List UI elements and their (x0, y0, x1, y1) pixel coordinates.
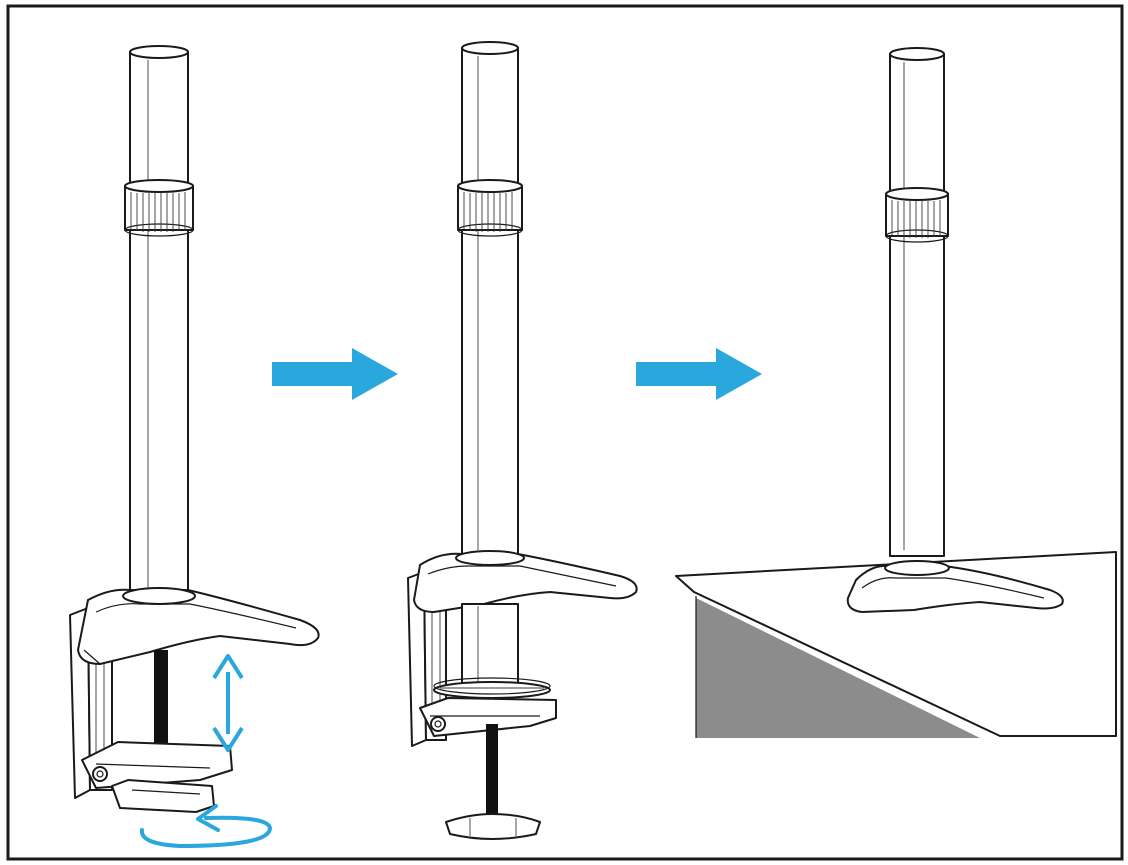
step-2-assembly (407, 41, 638, 840)
mount-base (77, 587, 320, 665)
step-3-assembly (675, 47, 1117, 738)
clamp-screw (154, 650, 168, 760)
mount-base (413, 550, 638, 613)
height-collar (457, 179, 523, 237)
clamp-knob (445, 813, 541, 840)
clamp-screw (486, 724, 498, 816)
mount-base (846, 560, 1064, 613)
clamp-lower-jaw (81, 741, 233, 789)
up-down-arrow-icon (212, 654, 244, 752)
height-collar (885, 187, 949, 243)
desk-shadow (696, 598, 980, 738)
step-1-assembly (69, 45, 320, 849)
right-arrow-icon (636, 348, 762, 400)
pole (889, 47, 945, 557)
pole (129, 45, 189, 598)
right-arrow-icon (272, 348, 398, 400)
height-collar (124, 179, 194, 237)
clamp-knob (111, 779, 215, 813)
clamp-lower-jaw (419, 697, 557, 737)
rotate-arrow-icon (139, 804, 273, 849)
clamp-plate (407, 571, 447, 747)
pole (461, 41, 519, 557)
pole-lower (461, 603, 519, 687)
